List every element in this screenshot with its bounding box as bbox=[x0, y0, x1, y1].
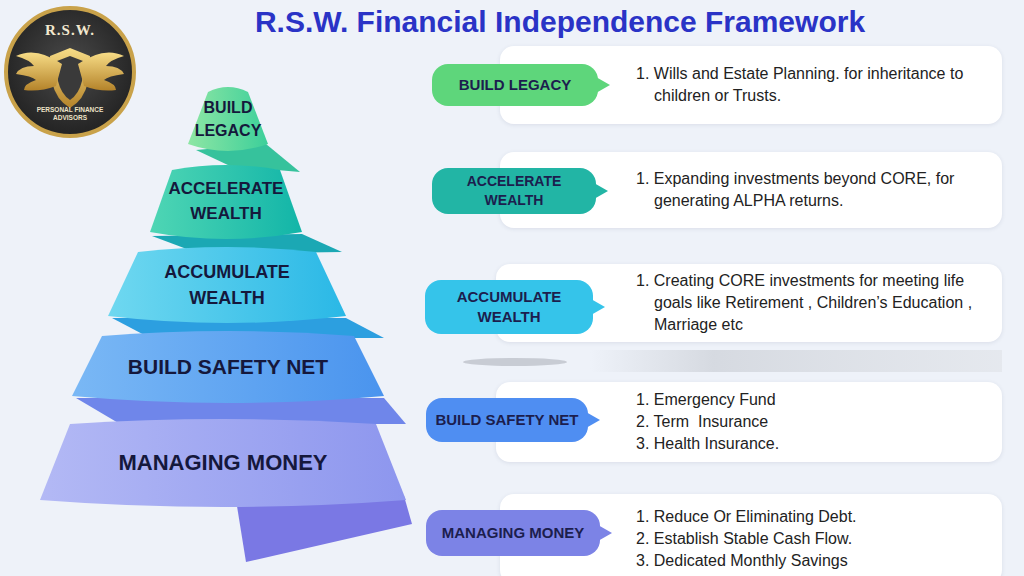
band-fill bbox=[150, 165, 302, 239]
list-item: 2. Term Insurance bbox=[636, 411, 996, 433]
pill-label: ACCUMULATE WEALTH bbox=[449, 287, 569, 328]
band-shape bbox=[188, 86, 268, 152]
band-fill bbox=[72, 331, 384, 403]
band-label: ACCELERATE WEALTH bbox=[161, 177, 291, 226]
stage-pill: BUILD LEGACY bbox=[432, 64, 610, 106]
band-label: MANAGING MONEY bbox=[119, 447, 328, 479]
band-shape bbox=[150, 164, 302, 240]
shadow-bar bbox=[590, 350, 1002, 372]
stage-pill: BUILD SAFETY NET bbox=[426, 398, 600, 442]
logo-wing bbox=[16, 52, 62, 90]
page-title: R.S.W. Financial Independence Framework bbox=[180, 2, 940, 42]
pill-label: ACCELERATE WEALTH bbox=[459, 172, 569, 210]
list-item: 3. Dedicated Monthly Savings bbox=[636, 550, 996, 572]
pyramid-band: BUILD SAFETY NET bbox=[72, 330, 384, 404]
pill-shadow bbox=[463, 358, 567, 366]
logo-text: PERSONAL FINANCE ADVISORS bbox=[30, 106, 110, 122]
pill-label: BUILD SAFETY NET bbox=[435, 410, 578, 430]
band-fill bbox=[40, 419, 406, 507]
band-shape bbox=[108, 246, 346, 324]
pill-body bbox=[432, 168, 596, 214]
stage-pill: ACCUMULATE WEALTH bbox=[425, 280, 605, 334]
list-item: 1. Expanding investments beyond CORE, fo… bbox=[636, 168, 996, 212]
logo-badge: R.S.W. PERSONAL FINANCE ADVISORS bbox=[4, 6, 136, 138]
list-item: 1. Emergency Fund bbox=[636, 389, 996, 411]
logo-shield-inner bbox=[57, 56, 83, 100]
list-item: 1. Reduce Or Eliminating Debt. bbox=[636, 506, 996, 528]
pyramid-band: ACCUMULATE WEALTH bbox=[108, 246, 346, 324]
stage-pill: ACCELERATE WEALTH bbox=[432, 168, 608, 214]
list-item: 1. Wills and Estate Planning. for inheri… bbox=[636, 63, 996, 107]
pill-label: BUILD LEGACY bbox=[459, 75, 572, 95]
pill-body bbox=[432, 64, 598, 106]
pyramid-band: ACCELERATE WEALTH bbox=[150, 164, 302, 240]
logo-wing bbox=[78, 52, 124, 90]
pill-label: MANAGING MONEY bbox=[442, 523, 585, 543]
list-item: 2. Establish Stable Cash Flow. bbox=[636, 528, 996, 550]
band-fill bbox=[188, 87, 268, 151]
pyramid-band: MANAGING MONEY bbox=[40, 418, 406, 508]
pill-body bbox=[425, 280, 593, 334]
band-label: BUILD SAFETY NET bbox=[128, 352, 328, 382]
band-fill bbox=[108, 247, 346, 323]
stage-pill: MANAGING MONEY bbox=[426, 510, 612, 556]
band-label: ACCUMULATE WEALTH bbox=[152, 259, 302, 311]
pyramid-band: BUILD LEGACY bbox=[188, 86, 268, 152]
band-label: BUILD LEGACY bbox=[191, 96, 265, 142]
list-item: 1. Creating CORE investments for meeting… bbox=[636, 270, 996, 336]
list-item: 3. Health Insurance. bbox=[636, 433, 996, 455]
pill-body bbox=[426, 510, 600, 556]
pill-body bbox=[426, 398, 588, 442]
logo-text: R.S.W. bbox=[8, 22, 132, 39]
